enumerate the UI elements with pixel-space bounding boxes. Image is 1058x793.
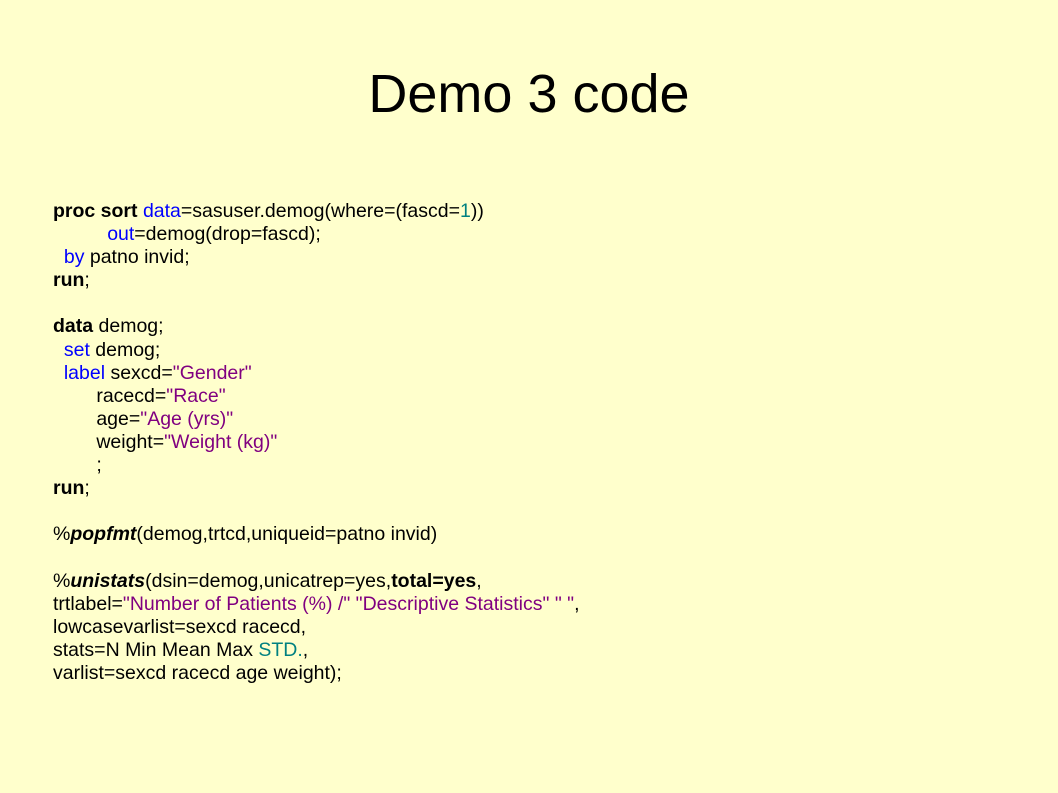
code-token: racecd= (53, 384, 167, 407)
code-token: sexcd= (105, 361, 173, 384)
code-token: run (53, 269, 85, 292)
code-token: ; (84, 269, 90, 292)
code-token: )) (470, 200, 484, 222)
code-line: varlist=sexcd racecd age weight); (53, 662, 580, 685)
code-token: data (53, 315, 94, 338)
code-token: total=yes (391, 569, 477, 592)
code-token: patno invid; (84, 246, 190, 269)
code-token: run (53, 477, 85, 500)
code-line: %unistats(dsin=demog,unicatrep=yes,total… (53, 570, 580, 593)
code-token: varlist=sexcd racecd age weight); (53, 661, 342, 684)
code-token: (demog,trtcd,uniqueid=patno invid) (136, 523, 438, 546)
code-token: , (574, 592, 580, 615)
code-token: "Weight (kg)" (164, 430, 278, 453)
code-line: lowcasevarlist=sexcd racecd, (53, 616, 580, 639)
code-token: out (107, 223, 135, 246)
code-token (53, 223, 107, 245)
code-line: stats=N Min Mean Max STD., (53, 639, 580, 662)
code-line: trtlabel="Number of Patients (%) /" "Des… (53, 593, 580, 616)
code-token (53, 339, 64, 361)
code-token: % (53, 523, 71, 546)
code-token: ; (84, 477, 90, 500)
code-token: 1 (460, 200, 471, 222)
code-line: label sexcd="Gender" (53, 362, 580, 385)
slide-title: Demo 3 code (368, 64, 690, 124)
code-line: proc sort data=sasuser.demog(where=(fasc… (53, 200, 580, 223)
code-line: out=demog(drop=fascd); (53, 223, 580, 246)
code-line: by patno invid; (53, 246, 580, 269)
code-token: demog; (89, 338, 161, 361)
code-token: lowcasevarlist=sexcd racecd, (53, 615, 307, 638)
code-line: %popfmt(demog,trtcd,uniqueid=patno invid… (53, 523, 580, 546)
code-token: stats=N Min Mean Max (53, 638, 259, 661)
code-token: by (63, 246, 85, 269)
code-line: run; (53, 269, 580, 292)
code-line: racecd="Race" (53, 385, 580, 408)
code-line (53, 546, 580, 569)
code-token: "Race" (166, 384, 226, 407)
code-line: weight="Weight (kg)" (53, 431, 580, 454)
code-token: weight= (53, 430, 165, 453)
code-token: (dsin=demog,unicatrep=yes, (145, 569, 392, 592)
code-token (53, 362, 64, 384)
code-token: , (476, 569, 482, 592)
code-line: run; (53, 477, 580, 500)
code-token: =demog(drop=fascd); (134, 223, 321, 246)
code-token (53, 246, 64, 268)
code-token: trtlabel= (53, 592, 123, 615)
code-block: proc sort data=sasuser.demog(where=(fasc… (53, 200, 580, 685)
code-token: =sasuser.demog(where=(fascd= (180, 200, 461, 222)
code-token: demog; (93, 315, 164, 338)
code-token: set (63, 338, 90, 361)
code-token: label (63, 361, 106, 384)
code-line (53, 292, 580, 315)
code-token: "Age (yrs)" (140, 407, 234, 430)
code-token: unistats (70, 569, 146, 592)
code-line: data demog; (53, 315, 580, 338)
code-token: proc sort (53, 200, 138, 222)
code-token: popfmt (70, 523, 137, 546)
code-token: "Number of Patients (%) /" "Descriptive … (122, 592, 575, 615)
code-token: "Gender" (172, 361, 252, 384)
code-line (53, 500, 580, 523)
code-line: ; (53, 454, 580, 477)
code-token: age= (53, 407, 141, 430)
code-token: STD. (258, 638, 303, 661)
code-token: ; (53, 454, 102, 477)
code-token: % (53, 569, 71, 592)
code-token: , (302, 638, 309, 661)
code-line: set demog; (53, 339, 580, 362)
code-line: age="Age (yrs)" (53, 408, 580, 431)
code-token: data (142, 200, 181, 222)
